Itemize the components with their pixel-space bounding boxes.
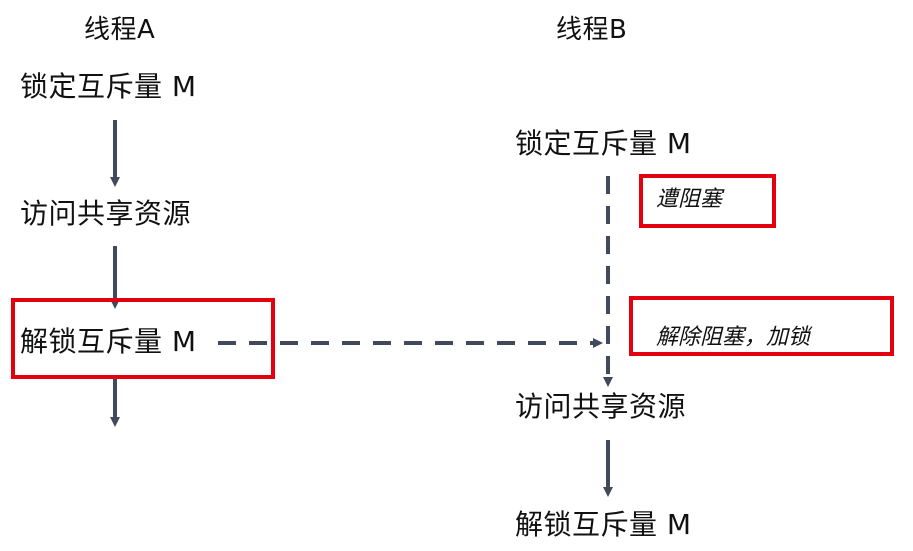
highlight-box-blocked: [639, 174, 776, 228]
highlight-box-unblocked: [629, 296, 894, 356]
thread-b-step-unlock: 解锁互斥量 M: [515, 508, 692, 541]
thread-a-step-unlock: 解锁互斥量 M: [20, 325, 197, 358]
thread-a-step-access: 访问共享资源: [20, 197, 192, 230]
thread-b-title: 线程B: [556, 15, 628, 45]
thread-b-step-lock: 锁定互斥量 M: [515, 127, 692, 160]
thread-a-title: 线程A: [84, 15, 156, 45]
thread-a-step-lock: 锁定互斥量 M: [20, 70, 197, 103]
thread-b-step-access: 访问共享资源: [515, 390, 687, 423]
note-blocked: 遭阻塞: [656, 187, 723, 212]
highlight-box-a-unlock: [11, 298, 275, 379]
note-unblocked: 解除阻塞，加锁: [656, 325, 811, 350]
